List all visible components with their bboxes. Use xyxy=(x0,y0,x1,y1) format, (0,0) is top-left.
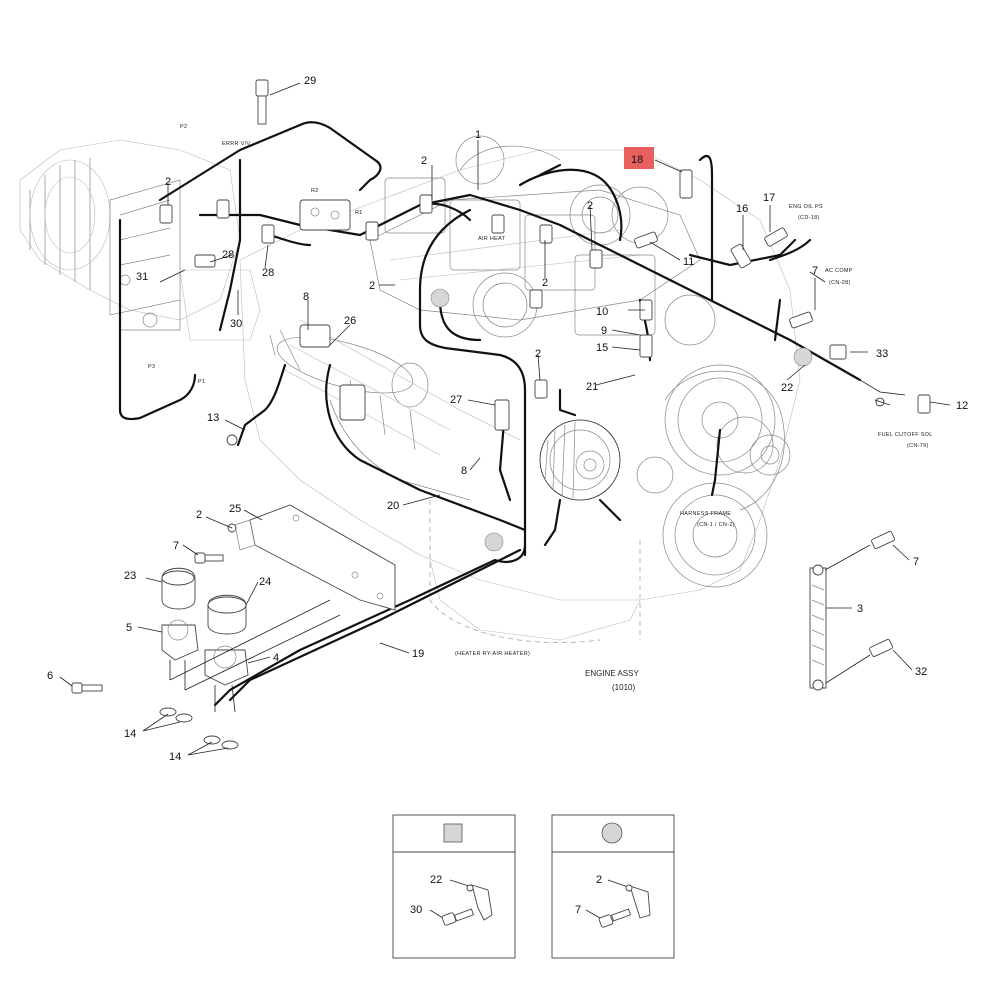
legend-circle-panel: 2 7 xyxy=(551,814,675,959)
callout-14: 14 xyxy=(124,728,136,740)
label-p1: P1 xyxy=(198,379,205,385)
wire-harness xyxy=(118,121,862,707)
label-air-heat: AIR HEAT xyxy=(478,236,506,242)
label-engine-assy: ENGINE ASSY xyxy=(585,669,639,678)
callout-2: 2 xyxy=(535,348,541,360)
callout-18: 18 xyxy=(631,154,643,166)
callout-21: 21 xyxy=(586,381,598,393)
callout-7: 7 xyxy=(812,265,818,277)
label-fuel-cutoff-code: (CN-79) xyxy=(907,443,929,449)
callout-5: 5 xyxy=(126,622,132,634)
callout-24: 24 xyxy=(259,576,271,588)
callout-2: 2 xyxy=(165,176,171,188)
circle-marker-icon xyxy=(601,822,623,844)
legend-circle-part-2: 2 xyxy=(596,874,602,886)
callout-3: 3 xyxy=(857,603,863,615)
callout-17: 17 xyxy=(763,192,775,204)
legend-square-part-22: 22 xyxy=(430,874,442,886)
callout-11: 11 xyxy=(683,256,694,268)
square-marker-icon xyxy=(443,823,463,843)
grey-markers xyxy=(430,288,813,552)
legend-square-part-30: 30 xyxy=(410,904,422,916)
callout-19: 19 xyxy=(412,648,424,660)
callout-14: 14 xyxy=(169,751,181,763)
annotation-labels: ENG OIL PS (CD-18) AC COMP (CN-28) FUEL … xyxy=(148,124,933,692)
callout-20: 20 xyxy=(387,500,399,512)
label-r2: R2 xyxy=(311,188,319,194)
callout-15: 15 xyxy=(596,342,608,354)
leader-lines xyxy=(59,82,951,756)
callout-32: 32 xyxy=(915,666,927,678)
callout-2: 2 xyxy=(587,200,593,212)
callout-2: 2 xyxy=(421,155,427,167)
label-p3: P3 xyxy=(148,364,155,370)
legend-square-panel: 22 30 xyxy=(392,814,516,959)
label-eng-oil-ps-code: (CD-18) xyxy=(798,215,820,221)
label-ac-comp-code: (CN-28) xyxy=(829,280,851,286)
callout-18-highlight xyxy=(624,147,654,169)
engine-block-outline xyxy=(19,135,801,643)
callout-31: 31 xyxy=(136,271,148,283)
callout-2: 2 xyxy=(196,509,202,521)
label-r1: R1 xyxy=(355,210,363,216)
legend-circle-part-7: 7 xyxy=(575,904,581,916)
relay-assembly xyxy=(71,504,396,750)
callout-22: 22 xyxy=(781,382,793,394)
callout-1: 1 xyxy=(475,129,481,141)
label-fuel-cutoff: FUEL CUTOFF SOL xyxy=(878,432,933,438)
ground-strap xyxy=(809,531,895,691)
callout-7: 7 xyxy=(173,540,179,552)
label-harness-frame: HARNESS FRAME xyxy=(680,511,731,517)
label-engine-assy-code: (1010) xyxy=(612,683,635,692)
callout-26: 26 xyxy=(344,315,356,327)
label-heater: (HEATER RY-AIR HEATER) xyxy=(455,651,530,657)
callout-16: 16 xyxy=(736,203,748,215)
callout-6: 6 xyxy=(47,670,53,682)
callout-13: 13 xyxy=(207,412,219,424)
callout-33: 33 xyxy=(876,348,888,360)
callout-12: 12 xyxy=(956,400,968,412)
label-errr-vv: ERRR V/V xyxy=(222,141,250,147)
callout-7: 7 xyxy=(913,556,919,568)
callout-2: 2 xyxy=(369,280,375,292)
callout-numbers: 18 1 29 2 2 2 2 2 2 2 11 16 17 7 10 9 15… xyxy=(47,75,968,763)
callout-28: 28 xyxy=(262,267,274,279)
callout-8: 8 xyxy=(461,465,467,477)
callout-29: 29 xyxy=(304,75,316,87)
harness-clips xyxy=(159,79,931,446)
callout-10: 10 xyxy=(596,306,608,318)
callout-25: 25 xyxy=(229,503,241,515)
label-p2: P2 xyxy=(180,124,187,130)
callout-8: 8 xyxy=(303,291,309,303)
callout-27: 27 xyxy=(450,394,462,406)
callout-28: 28 xyxy=(222,249,234,261)
callout-30: 30 xyxy=(230,318,242,330)
callout-9: 9 xyxy=(601,325,607,337)
label-eng-oil-ps: ENG OIL PS xyxy=(789,204,823,210)
callout-23: 23 xyxy=(124,570,136,582)
label-harness-frame-code: (CN-1 / CN-2) xyxy=(697,522,735,528)
label-ac-comp: AC COMP xyxy=(825,268,853,274)
callout-2: 2 xyxy=(542,277,548,289)
callout-4: 4 xyxy=(273,652,279,664)
